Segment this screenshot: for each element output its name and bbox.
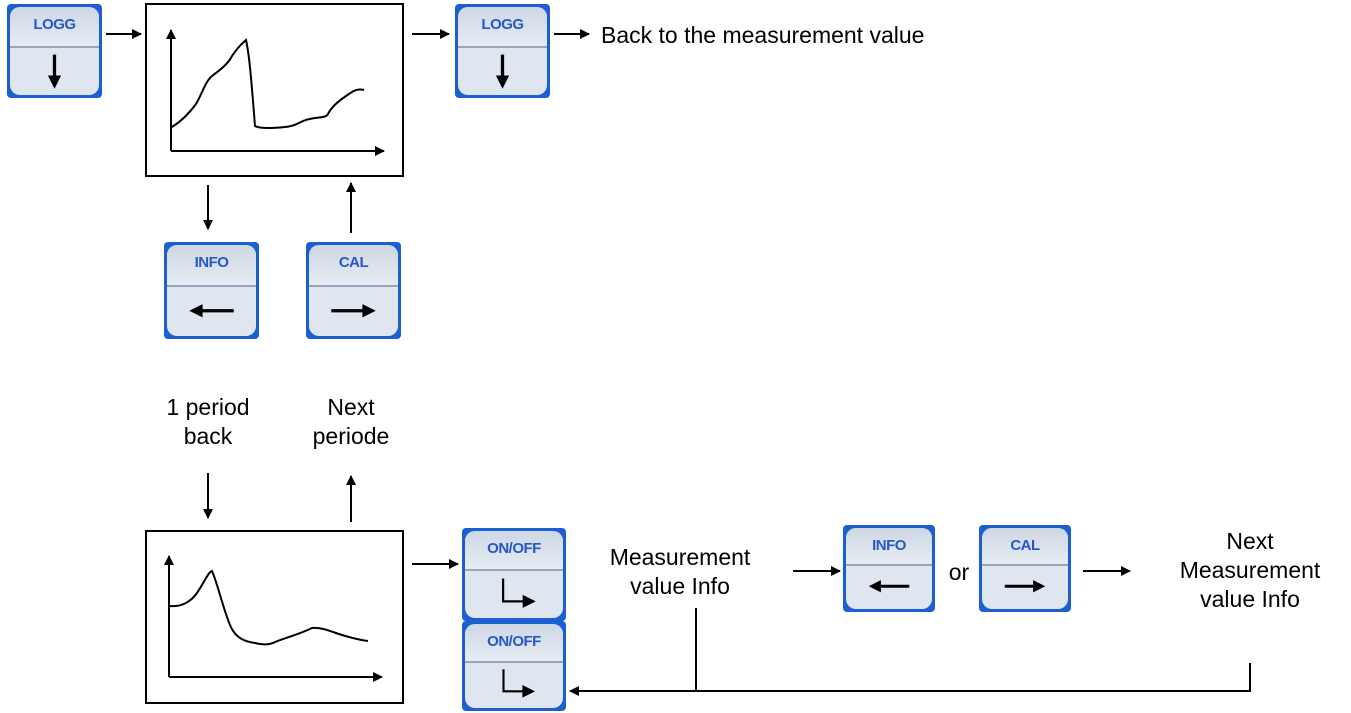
measurement-info-line-1: Measurement — [609, 544, 751, 570]
next-measurement-line-3: value Info — [1200, 586, 1300, 612]
display-box-bottom — [145, 530, 404, 704]
cal-button[interactable]: CAL — [306, 242, 401, 339]
info-button-label: INFO — [194, 254, 229, 271]
next-measurement-line-2: Measurement — [1179, 557, 1321, 583]
on-off-button-label: ON/OFF — [487, 540, 541, 557]
next-period-line-2: periode — [312, 423, 390, 449]
arrow-left-icon — [167, 288, 256, 334]
back-to-measurement-label: Back to the measurement value — [601, 22, 925, 48]
logg-button-label: LOGG — [481, 16, 524, 33]
arrow-left-icon — [846, 566, 932, 607]
measurement-info-label: Measurement value Info — [580, 543, 780, 601]
next-period-label: Next periode — [296, 393, 406, 451]
enter-return-icon — [465, 663, 563, 705]
return-arrow — [569, 663, 1251, 696]
cal-button[interactable]: CAL — [979, 525, 1071, 612]
or-label: or — [948, 559, 970, 585]
info-button[interactable]: INFO — [843, 525, 935, 612]
period-back-label: 1 period back — [148, 393, 268, 451]
enter-return-icon — [465, 572, 563, 616]
chart-curve — [169, 569, 369, 646]
next-measurement-line-1: Next — [1226, 528, 1274, 554]
on-off-button-label: ON/OFF — [487, 633, 541, 650]
logg-button-label: LOGG — [33, 16, 76, 33]
arrow-right-icon — [309, 288, 398, 334]
chart-curve — [171, 38, 365, 129]
period-back-line-1: 1 period — [166, 394, 250, 420]
on-off-button[interactable]: ON/OFF — [462, 621, 566, 711]
on-off-button[interactable]: ON/OFF — [462, 528, 566, 621]
logg-button[interactable]: LOGG — [455, 4, 550, 98]
period-back-line-2: back — [183, 423, 233, 449]
measurement-info-line-2: value Info — [630, 573, 730, 599]
next-period-line-1: Next — [327, 394, 375, 420]
cal-button-label: CAL — [338, 254, 369, 271]
arrow-down-icon — [458, 48, 547, 92]
next-measurement-info-label: Next Measurement value Info — [1150, 527, 1350, 614]
arrow-right-icon — [982, 566, 1068, 607]
cal-button-label: CAL — [1010, 537, 1040, 554]
info-button-label: INFO — [872, 537, 906, 554]
info-button[interactable]: INFO — [164, 242, 259, 339]
arrow-down-icon — [10, 48, 99, 92]
logg-button[interactable]: LOGG — [7, 4, 102, 98]
